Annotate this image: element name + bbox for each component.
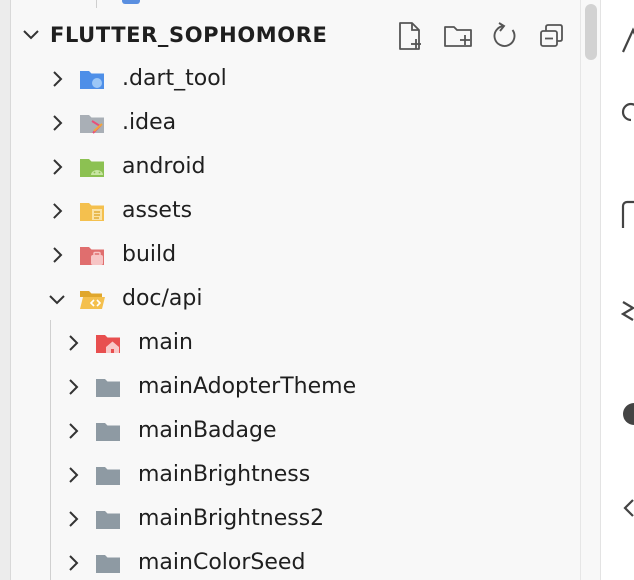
folder-icon — [96, 467, 120, 485]
chevron-down-icon — [49, 295, 65, 305]
tree-item-label: main — [138, 330, 193, 355]
tree-item-maincolorseed[interactable]: mainColorSeed — [10, 541, 580, 580]
chevron-right-icon — [69, 423, 79, 439]
build-folder-icon — [80, 247, 104, 265]
dart-tool-folder-icon — [80, 71, 104, 89]
tree-item-assets[interactable]: assets — [10, 189, 580, 233]
tree-item-label: mainAdopterTheme — [138, 374, 357, 399]
tree-item-label: doc/api — [122, 286, 203, 311]
tree-item-mainbrightness[interactable]: mainBrightness — [10, 453, 580, 497]
panel-gutter — [0, 0, 11, 580]
chevron-right-icon — [69, 335, 79, 351]
refresh-icon — [493, 22, 516, 47]
indent-guide — [50, 320, 51, 580]
previous-item-sliver — [10, 0, 480, 8]
doc-folder-open-icon — [80, 291, 105, 309]
android-folder-icon — [80, 159, 104, 177]
tree-item-label: .dart_tool — [122, 66, 227, 91]
tree-item-mainbadage[interactable]: mainBadage — [10, 409, 580, 453]
tree-item-label: mainBrightness — [138, 462, 311, 487]
section-title: FLUTTER_SOPHOMORE — [50, 23, 328, 47]
activity-icon-2[interactable] — [621, 102, 634, 130]
tree-item-label: assets — [122, 198, 193, 223]
chevron-right-icon — [53, 203, 63, 219]
chevron-down-icon — [23, 30, 39, 40]
tree-item-mainadoptertheme[interactable]: mainAdopterTheme — [10, 365, 580, 409]
scrollbar-thumb[interactable] — [585, 4, 597, 60]
home-folder-icon — [96, 335, 120, 353]
explorer-scrollbar[interactable] — [580, 0, 600, 580]
activity-icon-3[interactable] — [621, 200, 634, 228]
folder-icon — [96, 511, 120, 529]
chevron-right-icon — [53, 159, 63, 175]
tree-item-mainbrightness2[interactable]: mainBrightness2 — [10, 497, 580, 541]
tree-item-build[interactable]: build — [10, 233, 580, 277]
chevron-left-icon — [623, 499, 634, 517]
chevron-right-icon — [69, 555, 79, 571]
explorer-panel: FLUTTER_SOPHOMORE — [0, 0, 600, 580]
new-folder-button[interactable] — [442, 20, 474, 52]
explorer-section-header[interactable]: FLUTTER_SOPHOMORE — [10, 14, 590, 58]
indent-guide — [96, 0, 97, 8]
folder-icon — [96, 379, 120, 397]
idea-folder-icon — [80, 115, 104, 134]
tree-item-label: .idea — [122, 110, 177, 135]
deploy-icon — [621, 27, 634, 53]
collapse-all-button[interactable] — [536, 20, 568, 52]
tree-item-android[interactable]: android — [10, 145, 580, 189]
tree-item-doc-api[interactable]: doc/api — [10, 277, 580, 321]
tree-item-label: mainColorSeed — [138, 550, 306, 575]
new-file-icon — [399, 22, 421, 50]
activity-icon-4[interactable] — [621, 298, 634, 326]
file-icon — [122, 0, 140, 4]
assets-folder-icon — [80, 203, 104, 221]
refresh-button[interactable] — [488, 20, 520, 52]
tree-item-idea[interactable]: .idea — [10, 101, 580, 145]
tree-item-dart-tool[interactable]: .dart_tool — [10, 57, 580, 101]
activity-icon-5[interactable] — [621, 400, 634, 428]
tree-item-label: mainBrightness2 — [138, 506, 325, 531]
chevron-right-icon — [53, 71, 63, 87]
flutter-icon — [621, 301, 634, 321]
tree-item-label: build — [122, 242, 177, 267]
tree-item-label: android — [122, 154, 206, 179]
chevron-right-icon — [53, 115, 63, 131]
tree-item-main[interactable]: main — [10, 321, 580, 365]
activity-icon-1[interactable] — [621, 26, 634, 54]
chevron-right-icon — [69, 511, 79, 527]
folder-icon — [96, 423, 120, 441]
chevron-right-icon — [53, 247, 63, 263]
sync-icon — [621, 102, 634, 122]
chevron-right-icon — [69, 379, 79, 395]
chevron-right-icon — [69, 467, 79, 483]
new-file-button[interactable] — [394, 20, 426, 52]
tree-item-label: mainBadage — [138, 418, 277, 443]
folder-icon — [96, 555, 120, 573]
device-icon — [621, 200, 634, 228]
new-folder-icon — [444, 26, 472, 47]
activity-icon-6[interactable] — [621, 494, 634, 522]
toggle-icon — [623, 403, 634, 425]
activity-bar — [600, 0, 634, 580]
collapse-all-icon — [540, 24, 563, 47]
